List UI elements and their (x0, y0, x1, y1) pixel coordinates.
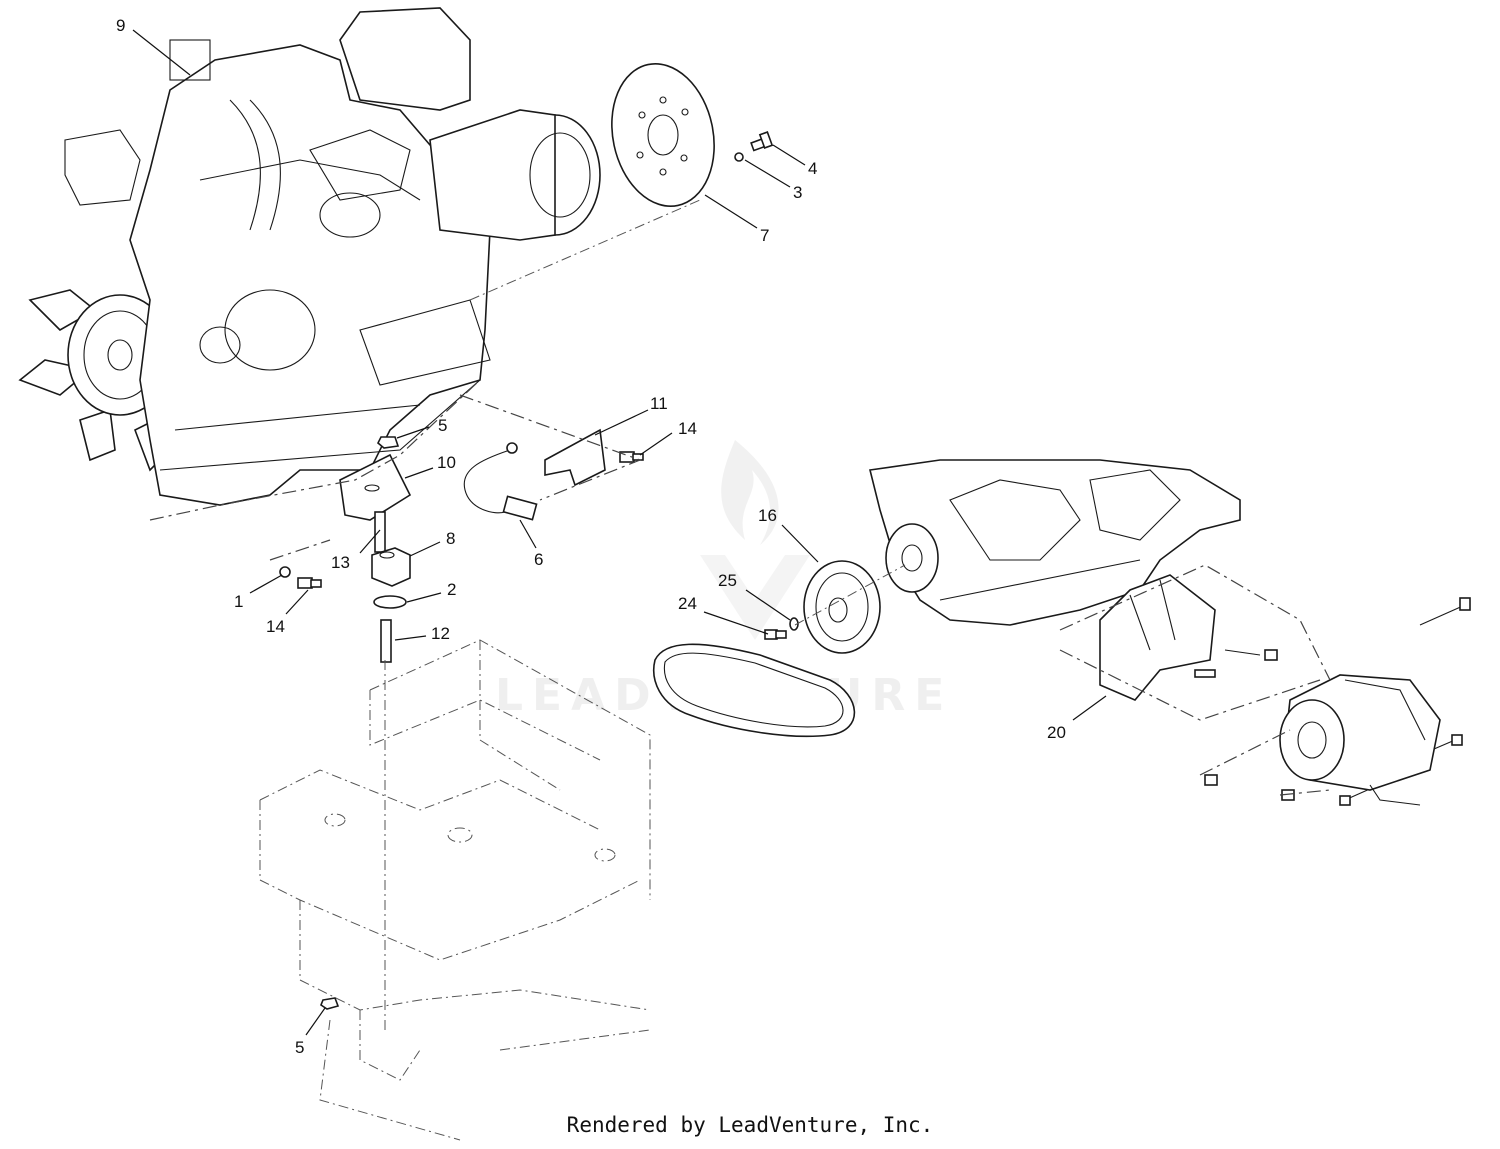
callout-1: 1 (234, 592, 243, 611)
callout-7: 7 (760, 226, 769, 245)
callout-3: 3 (793, 183, 802, 202)
leader-lines (132, 29, 1107, 1036)
bolt-4 (750, 131, 774, 152)
washer-1 (279, 566, 291, 578)
callout-5-upper: 5 (438, 416, 447, 435)
callout-9: 9 (116, 16, 125, 35)
nut-5-lower (320, 997, 340, 1010)
callout-24: 24 (678, 594, 697, 613)
washer-3 (734, 152, 744, 162)
callouts: 9 4 3 7 11 14 5 10 8 13 6 1 14 2 12 16 2… (116, 16, 1066, 1057)
bolt-12 (380, 619, 392, 663)
callout-2: 2 (447, 580, 456, 599)
engine-assembly (18, 7, 601, 506)
bolt-13 (374, 511, 386, 553)
bracket-11 (544, 428, 606, 487)
callout-25: 25 (718, 571, 737, 590)
drive-belt (653, 643, 856, 738)
bolt-24 (764, 629, 787, 640)
flex-plate (611, 63, 715, 207)
callout-20: 20 (1047, 723, 1066, 742)
callout-14-lower: 14 (266, 617, 285, 636)
callout-11: 11 (650, 394, 668, 413)
washer-25 (789, 617, 799, 631)
callout-14-upper: 14 (678, 419, 697, 438)
callout-13: 13 (331, 553, 350, 572)
engine-block (129, 44, 491, 506)
callout-16: 16 (758, 506, 777, 525)
callout-12: 12 (431, 624, 450, 643)
bellhousing (339, 7, 471, 111)
engine-mount-bracket-10 (339, 453, 412, 521)
engine-lower-view (869, 459, 1241, 626)
chassis-frame-phantom (259, 639, 651, 1141)
callout-6: 6 (534, 550, 543, 569)
sensor-harness-6 (463, 442, 538, 521)
compressor-bracket-20 (1099, 574, 1216, 701)
isolator-8 (371, 547, 411, 587)
callout-5-lower: 5 (295, 1038, 304, 1057)
ac-compressor (1279, 674, 1441, 806)
nut-5-upper (377, 436, 400, 449)
bolt-14-lower (297, 577, 322, 589)
callout-4: 4 (808, 159, 817, 178)
render-credit: Rendered by LeadVenture, Inc. (566, 1113, 934, 1137)
washer-2 (373, 595, 407, 609)
callout-8: 8 (446, 529, 455, 548)
crank-pulley-16 (803, 560, 881, 654)
callout-10: 10 (437, 453, 456, 472)
